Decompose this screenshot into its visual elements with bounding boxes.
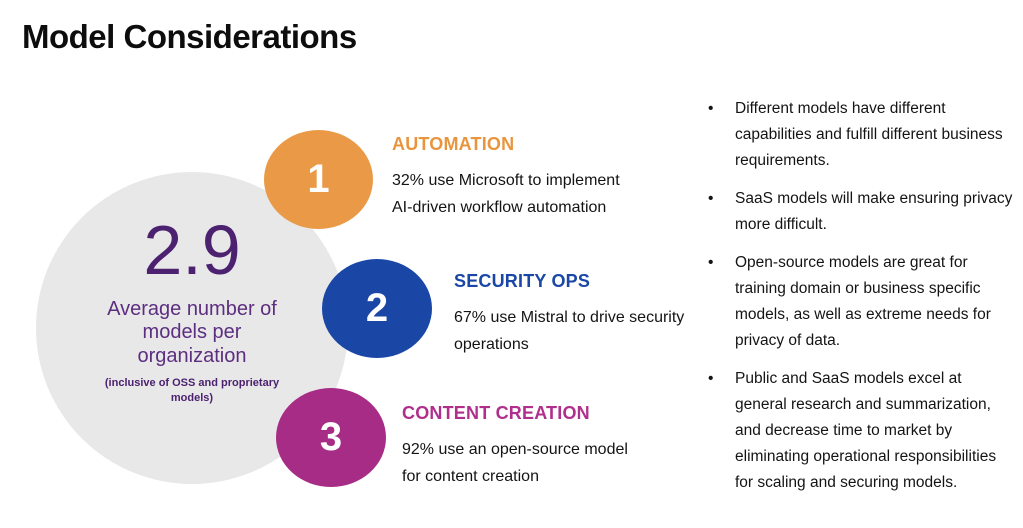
list-item: • SaaS models will make ensuring privacy…	[708, 186, 1015, 238]
step-3-text: CONTENT CREATION 92% use an open-source …	[402, 403, 642, 490]
bullet-icon: •	[708, 370, 714, 387]
list-item: • Public and SaaS models excel at genera…	[708, 366, 1015, 496]
key-point-text: Different models have different capabili…	[735, 100, 1003, 169]
stat-value: 2.9	[143, 211, 241, 289]
step-1-heading: AUTOMATION	[392, 134, 515, 154]
step-1-body: 32% use Microsoft to implement AI-driven…	[392, 172, 620, 216]
key-point-text: Open-source models are great for trainin…	[735, 254, 991, 349]
list-item: • Open-source models are great for train…	[708, 250, 1015, 354]
bullet-icon: •	[708, 100, 714, 117]
step-2-text: SECURITY OPS 67% use Mistral to drive se…	[454, 271, 716, 358]
step-2-circle: 2	[322, 259, 432, 358]
key-points-list: • Different models have different capabi…	[708, 96, 1015, 508]
step-3-number: 3	[319, 415, 343, 459]
step-1-number: 1	[307, 157, 330, 201]
key-point-text: Public and SaaS models excel at general …	[735, 370, 997, 491]
page-title: Model Considerations	[22, 18, 357, 55]
list-item: • Different models have different capabi…	[708, 96, 1015, 174]
key-point-text: SaaS models will make ensuring privacy m…	[735, 190, 1013, 233]
step-2-number: 2	[365, 286, 389, 330]
bullet-icon: •	[708, 254, 714, 271]
step-1-text: AUTOMATION 32% use Microsoft to implemen…	[392, 134, 640, 221]
step-2-body: 67% use Mistral to drive security operat…	[454, 309, 685, 353]
step-3-circle: 3	[276, 388, 386, 487]
step-3-heading: CONTENT CREATION	[402, 403, 590, 423]
stat-label: Average number of models per organizatio…	[107, 297, 277, 367]
stat-sublabel: (inclusive of OSS and proprietary models…	[104, 377, 280, 404]
step-1-circle: 1	[264, 130, 373, 229]
bullet-icon: •	[708, 190, 714, 207]
step-2-heading: SECURITY OPS	[454, 271, 591, 291]
step-3-body: 92% use an open-source model for content…	[402, 441, 628, 485]
